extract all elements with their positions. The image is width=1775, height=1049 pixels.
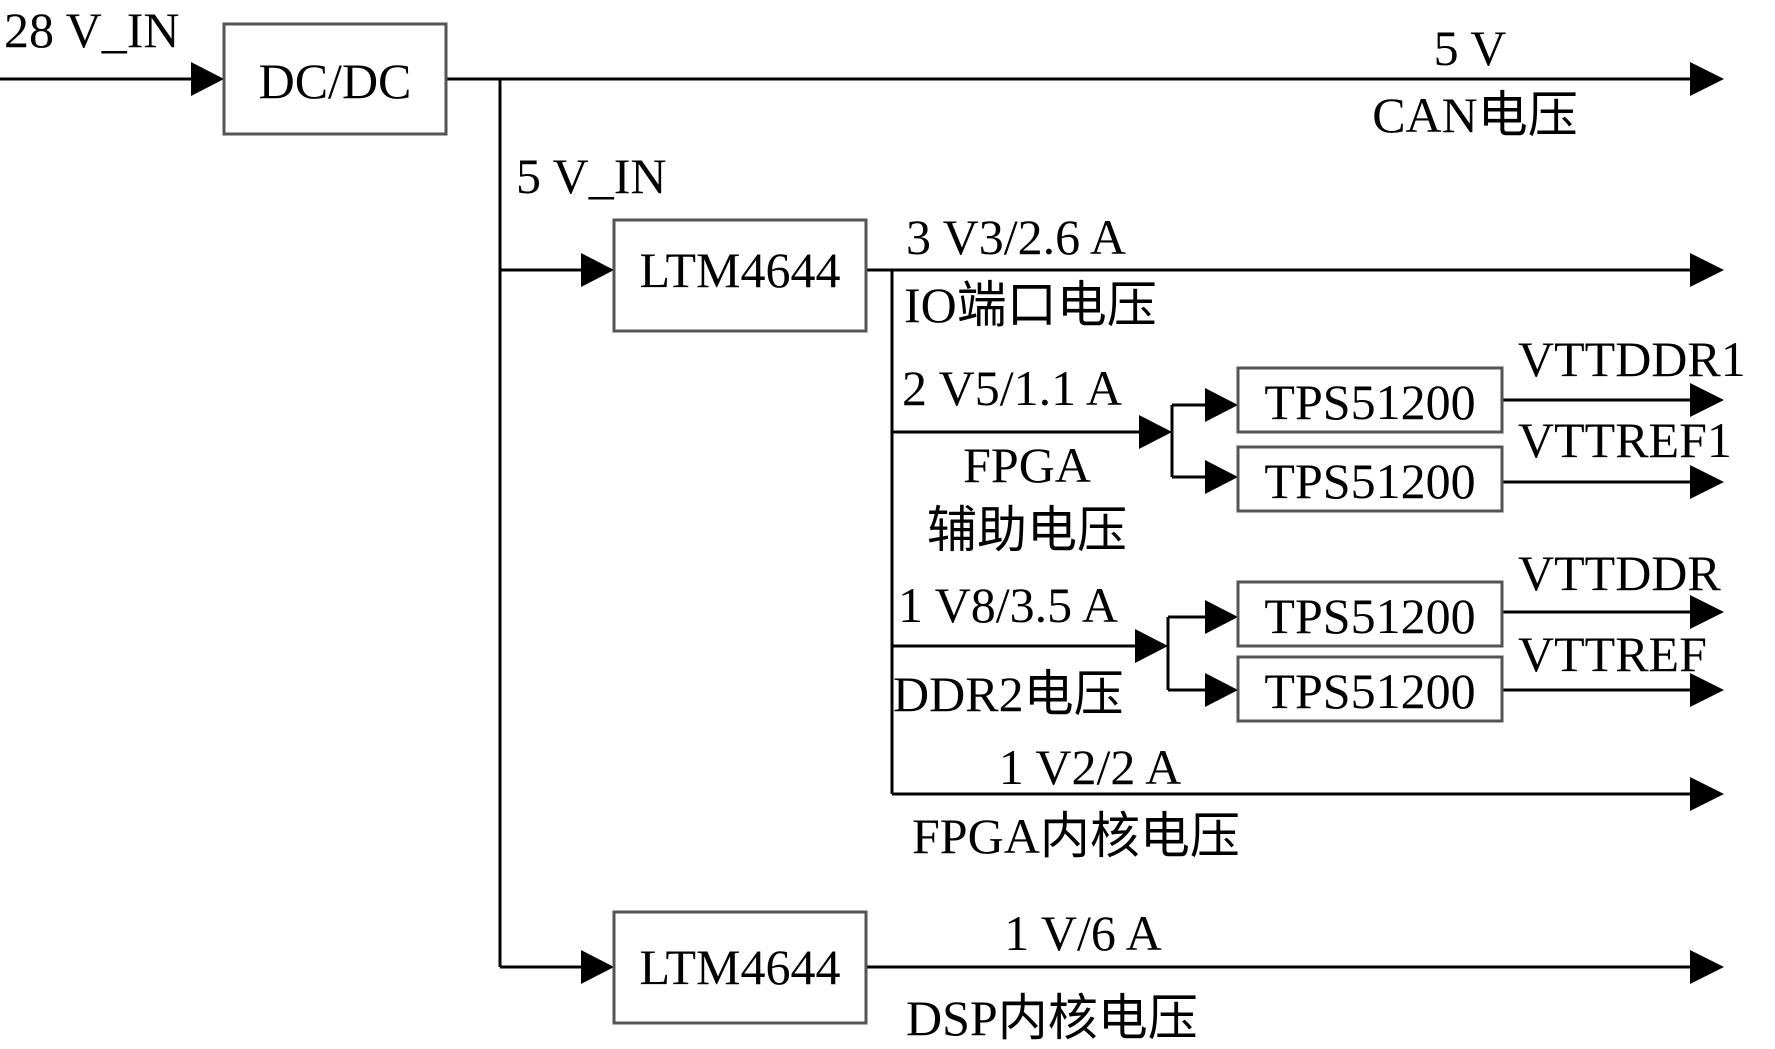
arrow-into-tps3: [1205, 600, 1238, 634]
arrow-into-tps1: [1205, 388, 1238, 422]
rail-1v8-value: 1 V8/3.5 A: [898, 577, 1118, 633]
ltm-top-block: LTM4644: [612, 218, 868, 333]
arrow-into-tps4: [1205, 673, 1238, 707]
rail-2v5-desc-line1: FPGA: [963, 437, 1091, 493]
ltm-bottom-box: [612, 910, 868, 1025]
arrow-2v5-junction: [1139, 415, 1172, 449]
rail-1v-desc: DSP内核电压: [906, 990, 1198, 1046]
tps-4-box: [1236, 655, 1504, 723]
arrow-1v-output: [1690, 950, 1724, 984]
out-5v-desc: CAN电压: [1372, 87, 1578, 143]
rail-2v5-value: 2 V5/1.1 A: [902, 360, 1122, 416]
tps-2-label: TPS51200: [1264, 453, 1475, 509]
rail-3v3-desc: IO端口电压: [904, 277, 1157, 333]
vttref-label: VTTREF: [1518, 626, 1707, 682]
rail-1v2-desc: FPGA内核电压: [912, 808, 1240, 864]
arrow-into-ltm-bottom: [581, 950, 614, 984]
rail-2v5-desc-line2: 辅助电压: [927, 502, 1127, 558]
arrow-into-dcdc-head: [191, 62, 224, 96]
tps-1-label: TPS51200: [1264, 374, 1475, 430]
arrowheads: [191, 62, 1724, 984]
arrow-vttref1-output: [1690, 465, 1724, 499]
ltm-top-box: [612, 218, 868, 333]
arrow-1v8-junction: [1135, 629, 1168, 663]
tps-block-4: TPS51200: [1236, 655, 1504, 723]
labels: 28 V_IN 5 V CAN电压 5 V_IN 3 V3/2.6 A IO端口…: [4, 2, 1746, 1046]
rail-1v-value: 1 V/6 A: [1004, 905, 1161, 961]
tps-2-box: [1236, 445, 1504, 513]
rail-1v8-desc: DDR2电压: [893, 666, 1124, 722]
tps-block-1: TPS51200: [1236, 366, 1504, 434]
ltm-bottom-block: LTM4644: [612, 910, 868, 1025]
ltm-bottom-label: LTM4644: [640, 939, 841, 995]
arrow-1v2-output: [1690, 777, 1724, 811]
arrow-into-tps2: [1205, 460, 1238, 494]
input-label: 28 V_IN: [4, 2, 179, 58]
ltm-top-label: LTM4644: [640, 242, 841, 298]
vttref1-label: VTTREF1: [1518, 412, 1732, 468]
tps-block-3: TPS51200: [1236, 580, 1504, 648]
tps-block-2: TPS51200: [1236, 445, 1504, 513]
dcdc-label: DC/DC: [259, 53, 412, 109]
tps-4-label: TPS51200: [1264, 663, 1475, 719]
arrow-vttddr-output: [1690, 595, 1724, 629]
arrow-into-ltm-top: [581, 253, 614, 287]
out-5v-value: 5 V: [1434, 20, 1507, 76]
rail-1v2-value: 1 V2/2 A: [999, 739, 1181, 795]
vttddr-label: VTTDDR: [1518, 545, 1721, 601]
arrow-vttddr1-output: [1690, 383, 1724, 417]
wires: [0, 77, 1700, 969]
rail-3v3-value: 3 V3/2.6 A: [906, 209, 1126, 265]
tps-3-label: TPS51200: [1264, 588, 1475, 644]
dcdc-block: DC/DC: [222, 22, 448, 136]
arrow-3v3-output: [1690, 253, 1724, 287]
tps-1-box: [1236, 366, 1504, 434]
arrow-5v-output: [1690, 62, 1724, 96]
tps-3-box: [1236, 580, 1504, 648]
arrow-vttref-output: [1690, 673, 1724, 707]
dcdc-box: [222, 22, 448, 136]
vttddr1-label: VTTDDR1: [1518, 331, 1746, 387]
bus-5v-label: 5 V_IN: [516, 148, 666, 204]
